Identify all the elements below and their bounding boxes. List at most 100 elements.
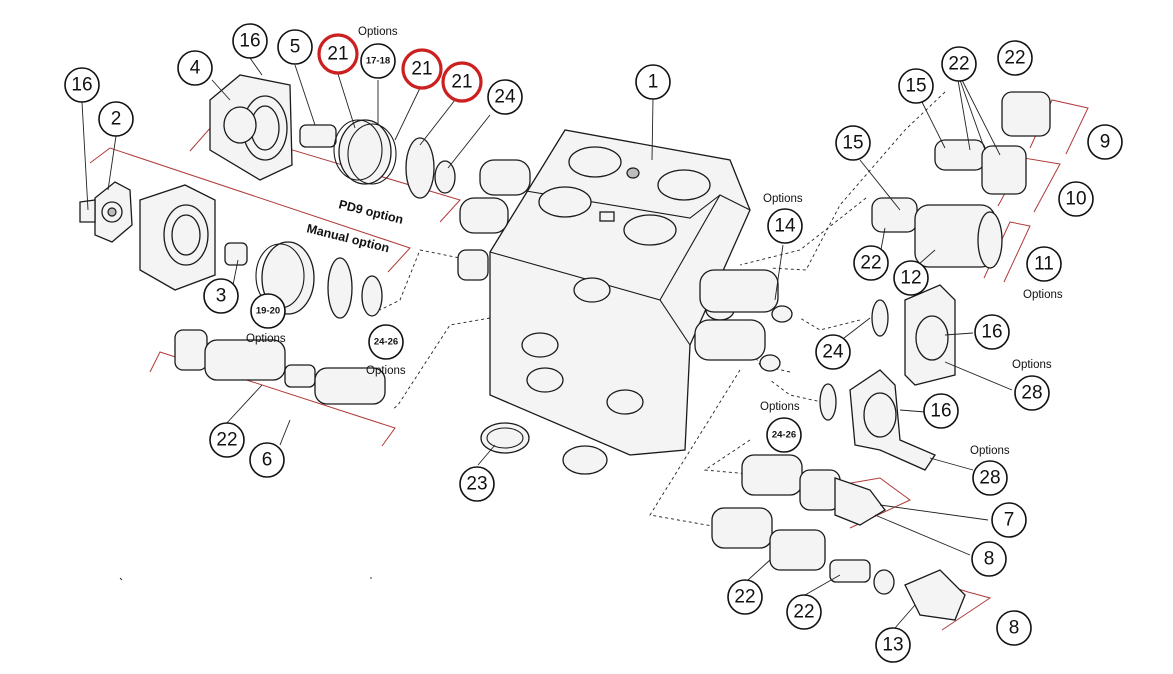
callout-11-label: 11 <box>1034 254 1054 275</box>
callout-2: 2 <box>98 101 134 137</box>
callout-16-left: 16 <box>64 67 100 103</box>
callout-23-label: 23 <box>466 474 487 495</box>
part-4-cover-top <box>209 74 293 181</box>
callout-8-lower: 8 <box>996 610 1032 646</box>
callout-3: 3 <box>203 278 239 314</box>
parts-9-10-11-12 <box>871 91 1051 269</box>
callout-28-b-label: 28 <box>979 468 1000 489</box>
callout-22-mid-label: 22 <box>860 253 881 274</box>
text-notes: Options Options Options Options Options … <box>246 26 1063 457</box>
callout-22-top-a-label: 22 <box>948 54 969 75</box>
callout-24-top: 24 <box>487 79 523 115</box>
parts-7-8-13-22-bottom <box>711 454 966 621</box>
callout-28-a: 28 <box>1014 375 1050 411</box>
callout-16-top: 16 <box>232 23 268 59</box>
callout-10-label: 10 <box>1065 189 1086 210</box>
callout-12-label: 12 <box>900 268 921 289</box>
callout-22-bottom-b: 22 <box>786 594 822 630</box>
note-options-6b: Options <box>366 365 406 377</box>
callout-17-18-label: 17-18 <box>366 56 390 67</box>
part-6-cartridge <box>174 329 386 405</box>
note-options-24-26: Options <box>760 401 800 413</box>
note-options-6a: Options <box>246 333 286 345</box>
callout-21-a: 21 <box>317 33 359 75</box>
callout-24-26-left-label: 24-26 <box>374 337 398 348</box>
callout-9: 9 <box>1087 124 1123 160</box>
callout-10: 10 <box>1058 181 1094 217</box>
callout-22-left: 22 <box>209 422 245 458</box>
callout-28-b: 28 <box>972 460 1008 496</box>
callout-15-upper-label: 15 <box>905 76 926 97</box>
callout-9-label: 9 <box>1100 132 1111 153</box>
callout-21-b-label: 21 <box>411 59 432 80</box>
callout-21-b: 21 <box>401 48 443 90</box>
callout-1: 1 <box>635 64 671 100</box>
part-23-seal <box>480 422 608 475</box>
label-manual-option: Manual option <box>305 221 391 255</box>
callout-6: 6 <box>249 442 285 478</box>
callout-13-label: 13 <box>882 635 903 656</box>
callouts: 1 16 2 4 16 5 21 17-18 21 21 24 3 19-20 … <box>64 23 1123 663</box>
note-options-11: Options <box>1023 289 1063 301</box>
callout-22-top-b: 22 <box>997 40 1033 76</box>
callout-7: 7 <box>991 502 1027 538</box>
callout-22-top-a: 22 <box>941 46 977 82</box>
assembly-lines <box>119 91 946 581</box>
callout-16-right-b: 16 <box>923 393 959 429</box>
callout-21-c-label: 21 <box>451 72 472 93</box>
callout-28-a-label: 28 <box>1021 383 1042 404</box>
callout-22-left-label: 22 <box>216 430 237 451</box>
label-pd9-option: PD9 option <box>337 197 404 227</box>
callout-17-18: 17-18 <box>360 43 396 79</box>
callout-16-right-a-label: 16 <box>981 322 1002 343</box>
callout-22-bottom-b-label: 22 <box>793 602 814 623</box>
callout-2-label: 2 <box>111 109 122 130</box>
callout-22-top-b-label: 22 <box>1004 48 1025 69</box>
callout-24-right: 24 <box>815 334 851 370</box>
callout-19-20: 19-20 <box>250 293 286 329</box>
callout-22-mid: 22 <box>853 245 889 281</box>
callout-5-label: 5 <box>290 37 301 58</box>
callout-8-upper-label: 8 <box>984 549 995 570</box>
callout-24-26-left: 24-26 <box>368 324 404 360</box>
callout-12: 12 <box>893 260 929 296</box>
callout-1-label: 1 <box>648 72 659 93</box>
parts-16-28-right <box>819 284 956 471</box>
callout-16-left-label: 16 <box>71 75 92 96</box>
callout-6-label: 6 <box>262 450 273 471</box>
callout-11: 11 <box>1026 246 1062 282</box>
main-valve-body <box>457 129 793 456</box>
callout-24-26-right-label: 24-26 <box>772 430 796 441</box>
callout-24-right-label: 24 <box>822 342 844 363</box>
part-2-cover-left <box>79 181 216 291</box>
callout-24-top-label: 24 <box>494 87 516 108</box>
callout-14-label: 14 <box>774 216 796 237</box>
callout-14: 14 <box>767 208 803 244</box>
callout-21-a-label: 21 <box>327 44 348 65</box>
leader-lines <box>81 57 1013 629</box>
note-options-top: Options <box>358 26 398 38</box>
manual-option-bracket <box>89 147 411 273</box>
callout-7-label: 7 <box>1004 510 1015 531</box>
callout-22-bottom-a-label: 22 <box>734 587 755 608</box>
callout-8-upper: 8 <box>971 541 1007 577</box>
callout-3-label: 3 <box>216 286 227 307</box>
callout-16-right-a: 16 <box>974 314 1010 350</box>
callout-4-label: 4 <box>190 58 201 79</box>
note-options-28a: Options <box>1012 359 1052 371</box>
callout-16-right-b-label: 16 <box>930 401 951 422</box>
note-options-28b: Options <box>970 445 1010 457</box>
callout-16-top-label: 16 <box>239 31 260 52</box>
callout-8-lower-label: 8 <box>1009 618 1020 639</box>
callout-15-lower: 15 <box>835 125 871 161</box>
callout-19-20-label: 19-20 <box>256 306 280 317</box>
callout-21-c: 21 <box>441 61 483 103</box>
bracket-6 <box>149 351 396 447</box>
note-options-14: Options <box>763 193 803 205</box>
callout-13: 13 <box>875 627 911 663</box>
callout-23: 23 <box>459 466 495 502</box>
callout-15-upper: 15 <box>898 68 934 104</box>
callout-4: 4 <box>177 50 213 86</box>
callout-24-26-right: 24-26 <box>766 417 802 453</box>
